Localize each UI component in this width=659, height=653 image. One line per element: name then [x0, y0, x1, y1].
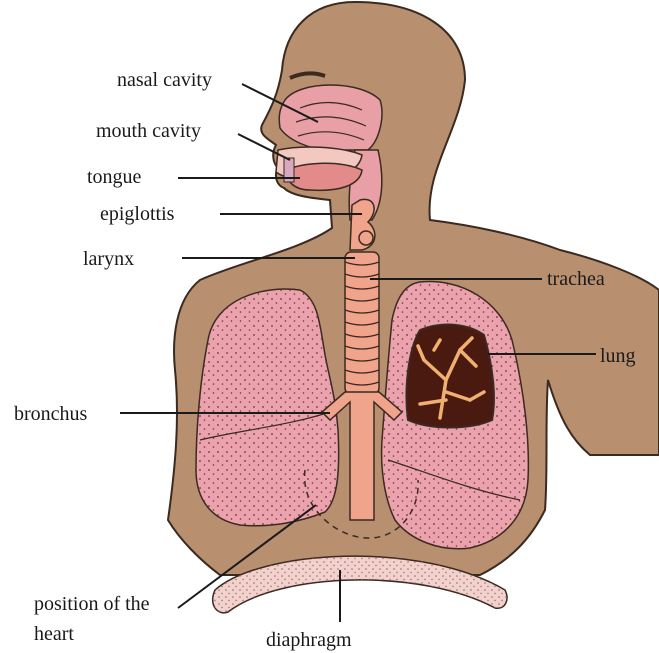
label-heart-line1: position of the — [34, 593, 150, 615]
label-lung: lung — [600, 345, 636, 367]
label-mouth-cavity: mouth cavity — [96, 120, 201, 142]
label-diaphragm: diaphragm — [266, 629, 352, 651]
label-larynx: larynx — [83, 248, 134, 270]
label-tongue: tongue — [87, 166, 142, 188]
label-bronchus: bronchus — [14, 403, 88, 425]
lung-cutaway — [407, 325, 494, 428]
label-nasal-cavity: nasal cavity — [117, 69, 212, 91]
label-epiglottis: epiglottis — [100, 203, 175, 225]
label-trachea: trachea — [547, 268, 605, 290]
label-heart-line2: heart — [34, 623, 74, 645]
